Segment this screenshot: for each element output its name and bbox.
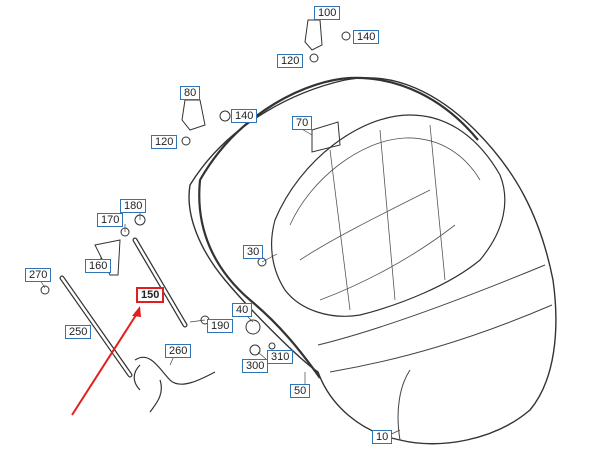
callout-70: 70 [292, 116, 313, 130]
bumper-120-top [309, 53, 319, 63]
inner-frame [289, 124, 481, 311]
badge-shape [311, 121, 341, 153]
callout-310: 310 [267, 350, 294, 364]
callout-250: 250 [65, 325, 92, 339]
callout-80: 80 [180, 86, 201, 100]
hinge-100 [304, 19, 323, 51]
callout-140-mid: 140 [231, 109, 258, 123]
hinge-80 [181, 99, 206, 131]
pointer-arrowhead [132, 306, 141, 317]
callout-10: 10 [372, 430, 393, 444]
callout-100: 100 [314, 6, 341, 20]
callout-170: 170 [97, 213, 124, 227]
gas-strut-250-inner [60, 276, 132, 377]
fitting-300 [249, 344, 261, 356]
callout-140-top: 140 [353, 30, 380, 44]
callout-270: 270 [25, 268, 52, 282]
callout-160: 160 [85, 259, 112, 273]
seal [198, 76, 479, 379]
callout-120-mid: 120 [151, 135, 178, 149]
bolt-140-top [341, 31, 351, 41]
bolt-140-mid [219, 110, 231, 122]
pointer-arrow [71, 311, 139, 416]
callout-180: 180 [120, 199, 147, 213]
wiring-harness-260 [133, 356, 216, 413]
callout-150: 150 [136, 287, 165, 303]
leader-lines [39, 127, 401, 438]
callout-40: 40 [232, 303, 253, 317]
window-opening [270, 114, 506, 317]
callout-30: 30 [243, 245, 264, 259]
gas-strut-150-inner [133, 238, 187, 327]
callout-190: 190 [207, 319, 234, 333]
callout-300: 300 [242, 359, 269, 373]
callout-120-top: 120 [277, 54, 304, 68]
callout-260: 260 [165, 344, 192, 358]
grommet-40 [245, 319, 261, 335]
fitting-310 [268, 342, 276, 350]
bumper-120-mid [181, 136, 191, 146]
fitting-270 [40, 285, 50, 295]
tailgate-panel [188, 77, 557, 445]
lower-panel-lines [317, 264, 553, 441]
callout-50: 50 [290, 384, 311, 398]
